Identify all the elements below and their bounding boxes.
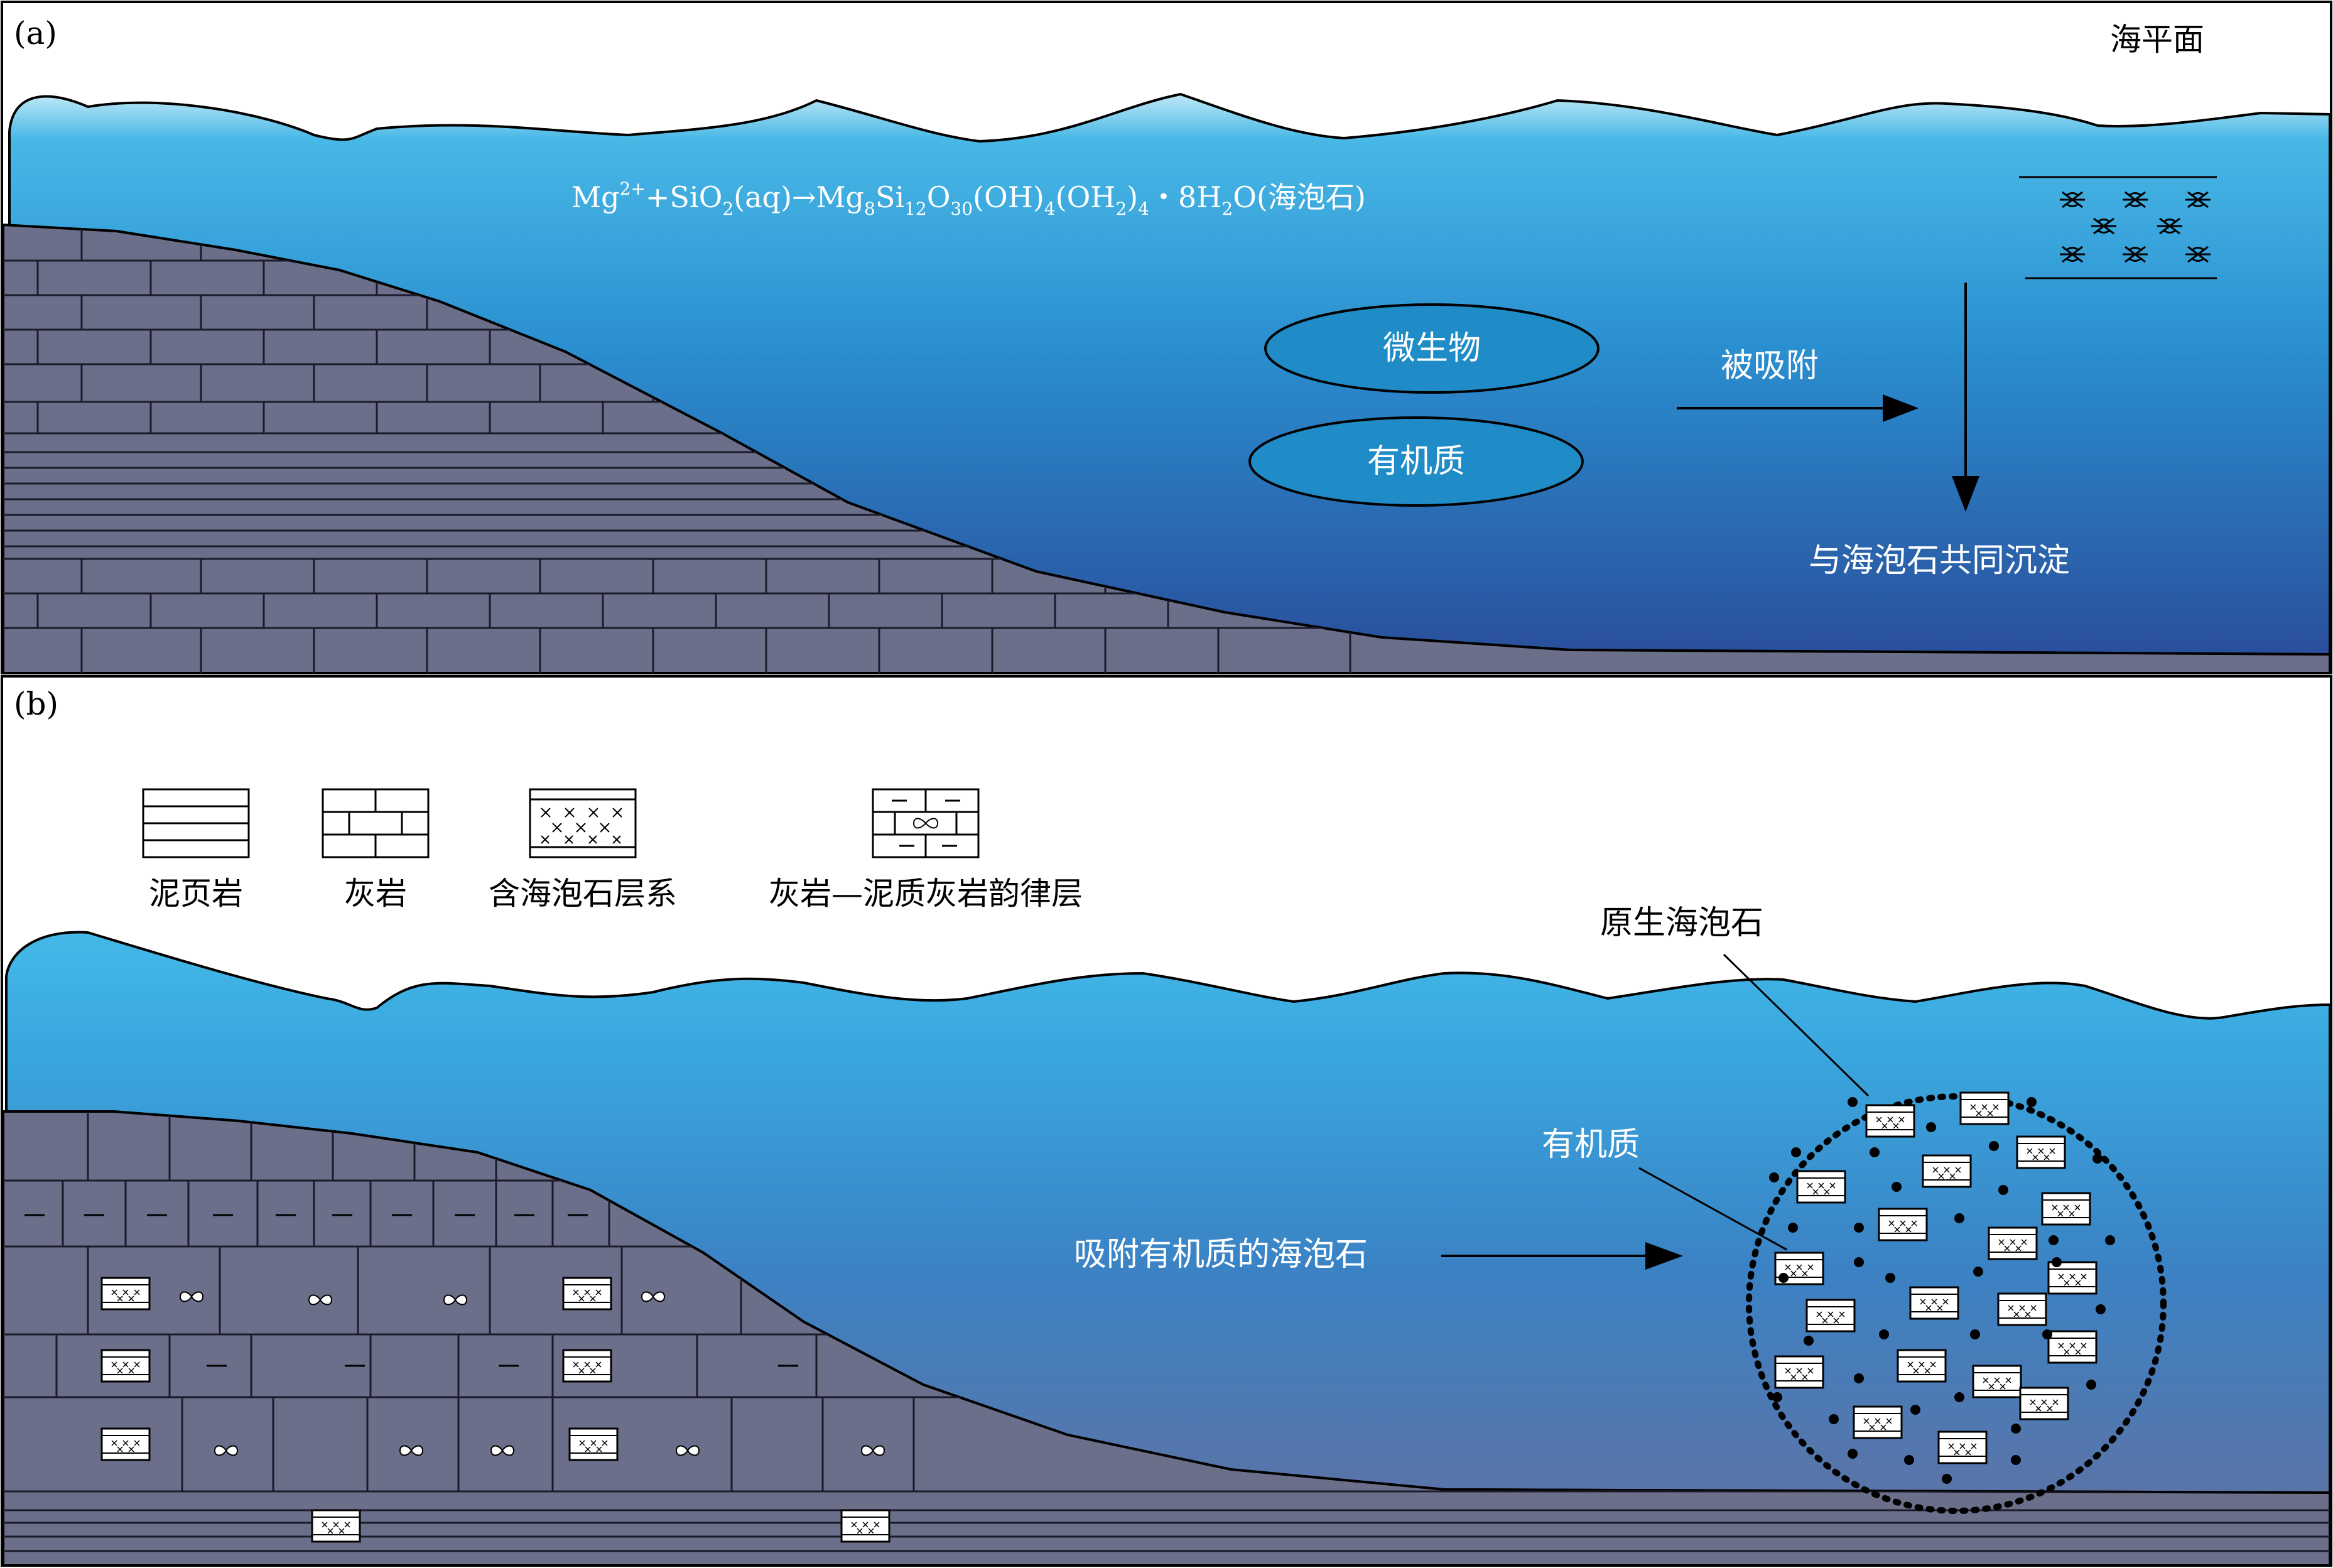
microbe-label: 微生物 (1383, 330, 1481, 367)
panel-a-label: (a) (14, 15, 57, 51)
adsorbed-label: 被吸附 (1721, 347, 1819, 385)
legend-rhythmic-label: 灰岩—泥质灰岩韵律层 (769, 875, 1083, 912)
sepiolite-layer-symbol (2019, 176, 2217, 279)
panel-b-diagram: (b) 泥页岩 灰岩 (1, 675, 2332, 1567)
legend: 泥页岩 灰岩 (142, 788, 1083, 912)
adsorbed-sepiolite-label: 吸附有机质的海泡石 (1074, 1236, 1368, 1273)
legend-rhythmic-symbol (872, 788, 980, 858)
organic-matter-ellipse: 有机质 (1248, 416, 1584, 507)
adsorb-arrow (1677, 394, 1919, 422)
organic-matter-dots (1769, 1097, 2115, 1484)
organic-label-b: 有机质 (1542, 1126, 1640, 1164)
settle-arrow (1952, 283, 1979, 512)
panel-b-label: (b) (14, 686, 58, 722)
legend-limestone-label: 灰岩 (344, 875, 407, 912)
legend-mudshale-label: 泥页岩 (149, 875, 243, 912)
sea-water-b (5, 931, 2331, 1495)
reaction-equation: Mg2++SiO2(aq)→Mg8Si12O30(OH)4(OH2)4・8H2O… (571, 178, 1366, 219)
legend-mudshale-symbol (142, 788, 250, 858)
panel-a-diagram: (a) 海平面 Mg2++SiO2(aq)→Mg8Si12O30(OH)4(OH… (1, 1, 2332, 674)
legend-limestone-symbol (322, 788, 430, 858)
sea-level-label: 海平面 (2110, 21, 2204, 58)
sea-water-a (8, 92, 2331, 656)
primary-sepiolite-pointer (1723, 953, 1870, 1097)
legend-sepiolite-symbol (529, 788, 637, 858)
primary-sepiolite-label: 原生海泡石 (1600, 904, 1763, 942)
co-deposit-label: 与海泡石共同沉淀 (1809, 542, 2070, 580)
adsorbed-sepiolite-arrow (1441, 1242, 1683, 1270)
panel-a: (a) 海平面 Mg2++SiO2(aq)→Mg8Si12O30(OH)4(OH… (0, 0, 2333, 675)
legend-sepiolite-label: 含海泡石层系 (489, 875, 677, 912)
organic-pointer (1638, 1167, 1787, 1251)
microbe-ellipse: 微生物 (1264, 303, 1600, 394)
panel-b: (b) 泥页岩 灰岩 (0, 675, 2333, 1568)
organic-label-a: 有机质 (1367, 443, 1465, 480)
magnified-sepiolite-view (1746, 1091, 2167, 1514)
